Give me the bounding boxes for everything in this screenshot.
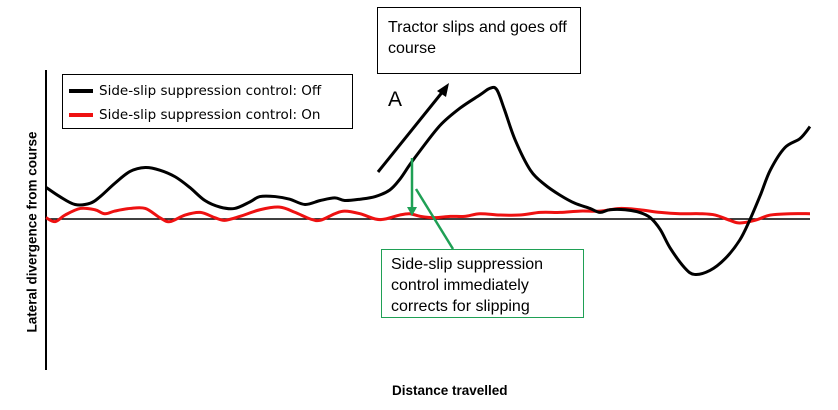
label-a: A — [388, 88, 403, 111]
legend: Side-slip suppression control: Off Side-… — [62, 74, 353, 129]
slip-arrow — [376, 83, 449, 173]
legend-item-off: Side-slip suppression control: Off — [69, 79, 352, 103]
legend-item-on: Side-slip suppression control: On — [69, 103, 352, 127]
legend-swatch-off — [69, 89, 93, 93]
x-axis-label: Distance travelled — [392, 383, 508, 398]
slip-callout: Tractor slips and goes off course — [377, 7, 581, 74]
series-line-off — [45, 85, 812, 277]
correction-arrow — [407, 158, 455, 250]
legend-label-on: Side-slip suppression control: On — [99, 107, 321, 123]
legend-swatch-on — [69, 113, 93, 117]
correction-callout: Side-slip suppression control immediatel… — [381, 249, 584, 318]
series-line-on — [45, 205, 811, 225]
y-axis-label: Lateral divergence from course — [24, 131, 40, 333]
legend-label-off: Side-slip suppression control: Off — [99, 83, 322, 99]
